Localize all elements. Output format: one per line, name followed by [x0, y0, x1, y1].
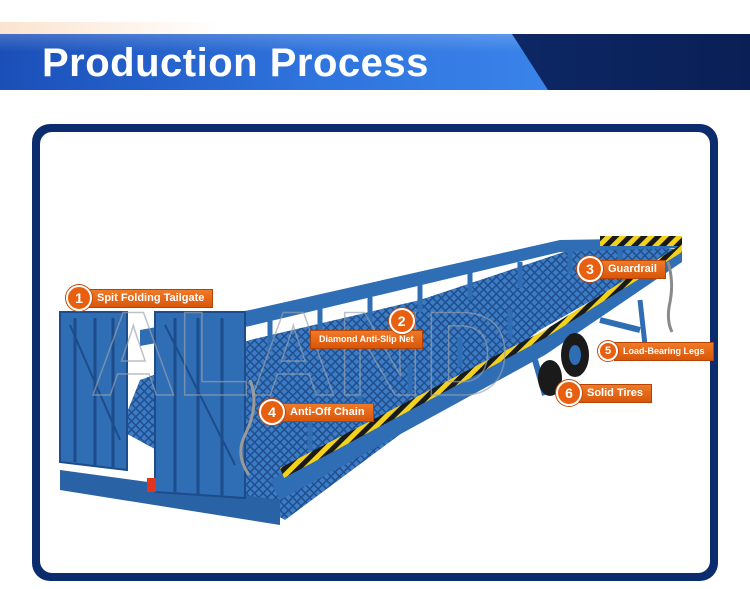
chain-right — [666, 261, 674, 333]
callout-number: 6 — [556, 380, 582, 406]
callout-3: 3 Guardrail — [577, 256, 666, 282]
diamond-mesh-deck — [120, 240, 680, 520]
callout-number: 4 — [259, 399, 285, 425]
callout-label: Spit Folding Tailgate — [88, 288, 214, 308]
callout-label: Anti-Off Chain — [281, 402, 374, 422]
callout-1: 1 Spit Folding Tailgate — [66, 285, 214, 311]
hazard-stripe-side — [280, 244, 682, 478]
callout-number: 3 — [577, 256, 603, 282]
callout-label: Load-Bearing Legs — [614, 341, 714, 361]
top-accent — [0, 0, 750, 34]
hazard-stripe-top — [600, 236, 682, 246]
page-title: Production Process — [42, 41, 429, 85]
callout-label: Solid Tires — [578, 383, 653, 403]
watermark-text: ALAND — [90, 287, 510, 421]
callout-6: 6 Solid Tires — [556, 380, 653, 406]
reflector-icon — [147, 478, 156, 492]
guardrail-front-posts — [307, 309, 513, 450]
guardrail-back — [140, 238, 682, 346]
anti-off-chain — [239, 379, 256, 476]
callout-5: 5 Load-Bearing Legs — [598, 341, 714, 361]
callout-label: Guardrail — [599, 259, 666, 279]
callout-number: 2 — [388, 308, 415, 334]
header-banner — [0, 34, 548, 90]
side-beam — [270, 252, 682, 500]
front-base — [60, 470, 280, 525]
callout-number: 1 — [66, 285, 92, 311]
callout-label: Diamond Anti-Slip Net — [310, 330, 423, 349]
callout-4: 4 Anti-Off Chain — [259, 399, 374, 425]
callout-2: 2 Diamond Anti-Slip Net — [310, 308, 423, 349]
split-folding-tailgate — [59, 311, 246, 500]
header-shine — [0, 34, 524, 52]
callout-number: 5 — [598, 341, 618, 361]
